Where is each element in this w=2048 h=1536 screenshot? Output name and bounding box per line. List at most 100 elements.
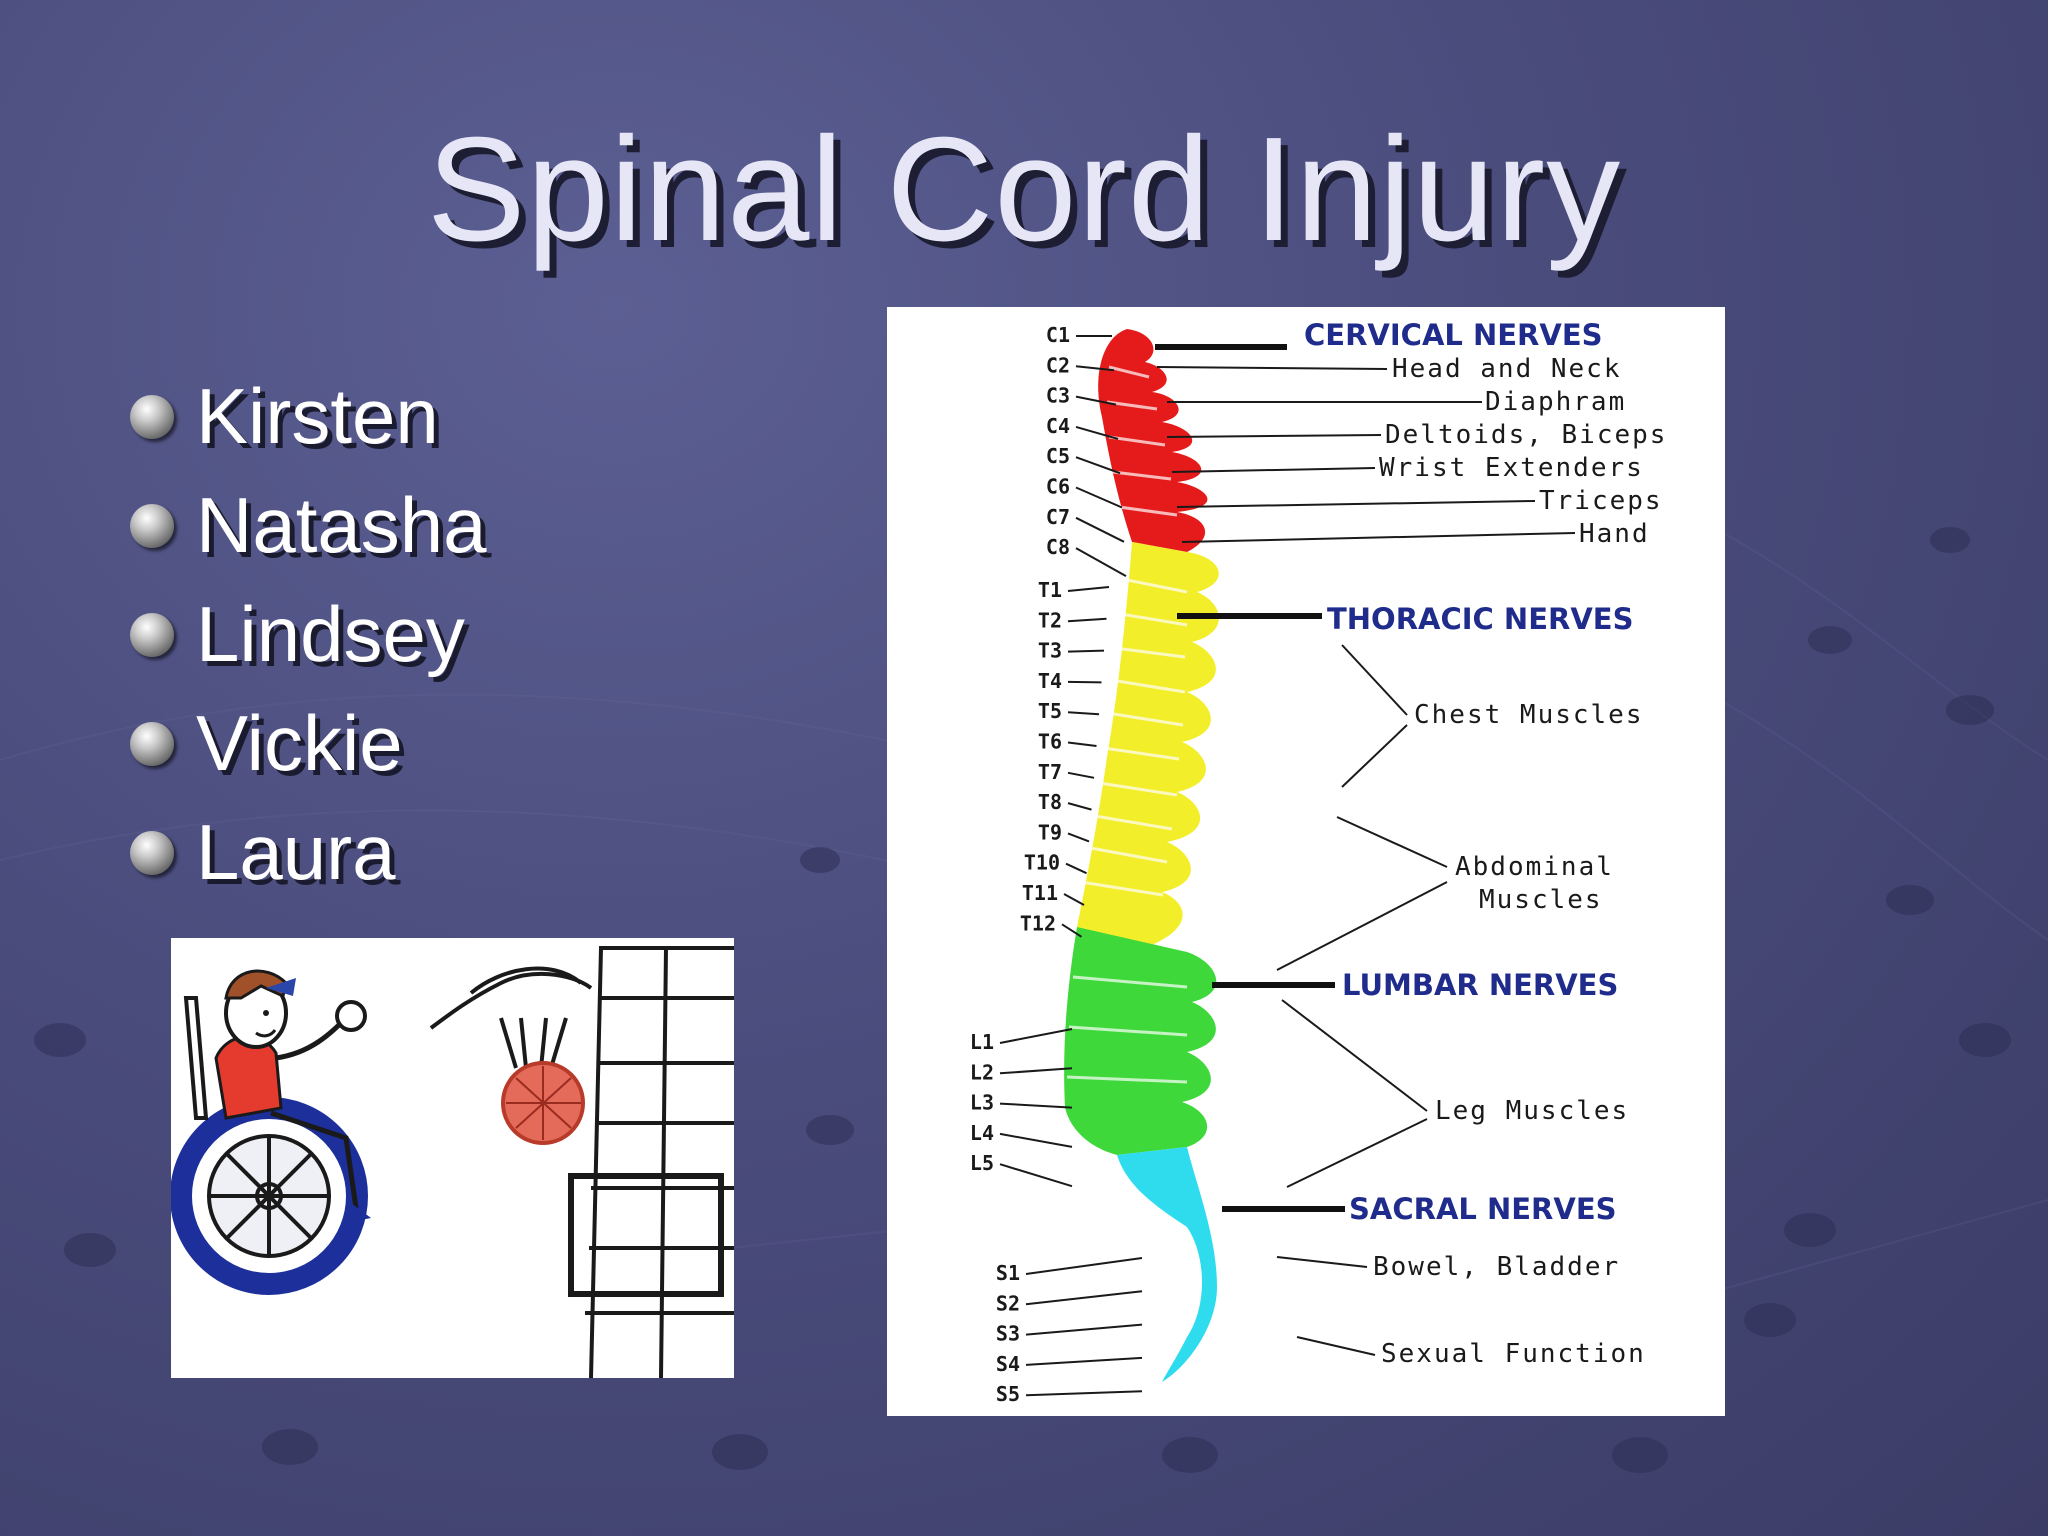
vertebra-label: T10	[1024, 851, 1060, 875]
function-leader-line	[1276, 881, 1448, 971]
vertebra-label: T4	[1038, 669, 1062, 693]
list-item: Lindsey	[130, 580, 487, 689]
vertebra-label: L3	[970, 1091, 994, 1115]
vertebra-label: C4	[1046, 414, 1070, 438]
vertebra-leader-line	[1067, 617, 1107, 623]
vertebra-leader-line	[1067, 771, 1095, 779]
function-label-diaphram: Diaphram	[1485, 387, 1626, 417]
sacral-nerves-heading: SACRAL NERVES	[1349, 1192, 1617, 1226]
vertebra-label: C7	[1046, 505, 1070, 529]
list-item: Vickie	[130, 689, 487, 798]
vertebra-leader-line	[1067, 649, 1105, 653]
vertebra-label: T7	[1038, 760, 1062, 784]
vertebra-leader-line	[1067, 680, 1102, 684]
function-leader-line	[1281, 999, 1428, 1112]
vertebra-leader-line	[1065, 862, 1087, 875]
vertebra-leader-line	[1067, 832, 1090, 843]
vertebra-label: C6	[1046, 475, 1070, 499]
vertebra-leader-line	[1067, 711, 1100, 716]
vertebra-label: T11	[1022, 881, 1058, 905]
function-leader-line	[1166, 434, 1382, 438]
vertebra-leader-line	[1063, 893, 1085, 906]
vertebra-leader-line	[1075, 516, 1125, 543]
vertebra-leader-line	[999, 1067, 1073, 1075]
function-label-abdominal: Abdominal	[1455, 852, 1614, 882]
vertebra-leader-line	[1025, 1356, 1143, 1366]
vertebra-label: T6	[1038, 730, 1062, 754]
vertebra-label: T3	[1038, 639, 1062, 663]
function-leader-line	[1276, 1256, 1368, 1268]
list-item-label: Laura	[196, 808, 396, 896]
vertebra-leader-line	[999, 1163, 1073, 1188]
function-label-bowel: Bowel, Bladder	[1373, 1252, 1620, 1282]
list-item-label: Lindsey	[196, 590, 465, 678]
bullet-icon	[130, 612, 174, 657]
vertebra-leader-line	[1025, 1390, 1143, 1397]
function-leader-line	[1181, 532, 1576, 543]
lumbar-nerves-heading: LUMBAR NERVES	[1342, 968, 1618, 1002]
vertebra-leader-line	[1075, 365, 1115, 372]
vertebra-label: S4	[996, 1352, 1020, 1376]
vertebra-leader-line	[999, 1028, 1073, 1044]
vertebra-leader-line	[1075, 456, 1121, 475]
function-leader-line	[1286, 1118, 1428, 1188]
bullet-icon	[130, 503, 174, 548]
vertebra-label: S5	[996, 1382, 1020, 1406]
list-item-label: Kirsten	[196, 372, 439, 460]
wheelchair-basketball-illustration	[170, 938, 734, 1379]
vertebra-label: L2	[970, 1060, 994, 1084]
function-label-deltoids: Deltoids, Biceps	[1385, 420, 1667, 450]
vertebra-leader-line	[1025, 1257, 1143, 1275]
bullet-icon	[130, 830, 174, 875]
vertebra-leader-line	[1075, 425, 1119, 440]
cervical-nerves-heading: CERVICAL NERVES	[1304, 318, 1603, 352]
list-item-label: Natasha	[196, 481, 487, 569]
function-label-chest: Chest Muscles	[1414, 700, 1644, 730]
function-label-leg: Leg Muscles	[1435, 1096, 1629, 1126]
function-leader-line	[1341, 644, 1408, 716]
vertebra-leader-line	[1075, 486, 1123, 509]
vertebra-label: S2	[996, 1291, 1020, 1315]
vertebra-leader-line	[1025, 1323, 1143, 1336]
vertebra-label: L4	[970, 1121, 994, 1145]
function-leader-line	[1176, 500, 1536, 508]
list-item: Natasha	[130, 471, 487, 580]
vertebra-label: T1	[1038, 578, 1062, 602]
vertebra-label: C1	[1046, 323, 1070, 347]
vertebra-leader-line	[1067, 741, 1097, 747]
function-label-wrist: Wrist Extenders	[1379, 453, 1644, 483]
function-label-triceps: Triceps	[1539, 486, 1663, 516]
vertebra-label: C3	[1046, 384, 1070, 408]
function-label-hand: Hand	[1579, 519, 1650, 549]
list-item: Laura	[130, 798, 487, 907]
list-item-label: Vickie	[196, 699, 403, 787]
vertebra-leader-line	[1075, 547, 1127, 577]
vertebra-label: T9	[1038, 820, 1062, 844]
spine-illustration	[1064, 329, 1219, 1382]
function-leader-line	[1296, 1336, 1376, 1356]
vertebra-label: T8	[1038, 790, 1062, 814]
vertebra-leader-line	[1067, 586, 1110, 592]
function-label-abdominal-muscles: Muscles	[1479, 885, 1603, 915]
bullet-icon	[130, 394, 174, 439]
vertebra-label: C5	[1046, 444, 1070, 468]
list-item: Kirsten	[130, 362, 487, 471]
vertebra-leader-line	[999, 1102, 1073, 1109]
vertebra-leader-line	[999, 1132, 1073, 1148]
name-list: Kirsten Natasha Lindsey Vickie Laura	[130, 362, 487, 907]
bullet-icon	[130, 721, 174, 766]
function-leader-line	[1336, 816, 1448, 868]
vertebra-label: C8	[1046, 535, 1070, 559]
vertebra-label: S3	[996, 1322, 1020, 1346]
vertebra-label: T2	[1038, 608, 1062, 632]
thoracic-nerves-heading: THORACIC NERVES	[1327, 602, 1633, 636]
vertebra-leader-line	[1061, 923, 1083, 938]
function-leader-line	[1171, 467, 1376, 473]
vertebra-leader-line	[1075, 395, 1117, 406]
vertebra-label: L5	[970, 1151, 994, 1175]
function-leader-line	[1341, 724, 1408, 788]
slide-title: Spinal Cord Injury	[426, 107, 1622, 272]
function-label-sexual: Sexual Function	[1381, 1339, 1646, 1369]
